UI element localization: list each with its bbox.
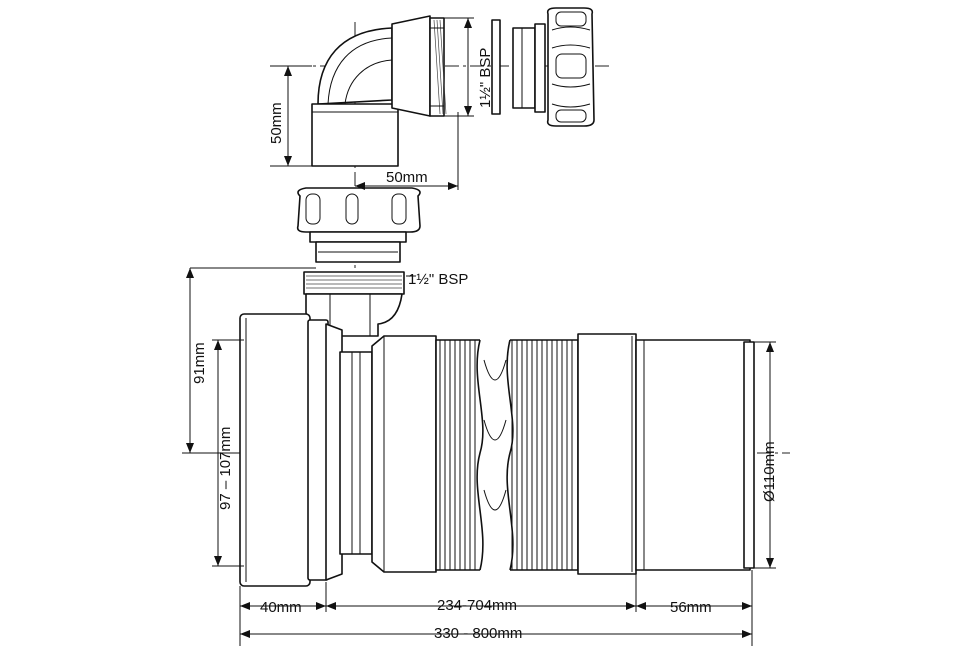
- dim-56: [636, 602, 752, 610]
- flexible-section: [435, 334, 579, 576]
- dim-bsp-top: [444, 17, 474, 117]
- dim-40: [240, 602, 326, 610]
- label-bsp-mid: 1½" BSP: [408, 271, 468, 288]
- label-56: 56mm: [670, 599, 712, 616]
- elbow-fitting: [311, 15, 447, 167]
- dim-97-107: [212, 339, 244, 567]
- label-flex-length: 234-704mm: [437, 597, 517, 614]
- label-97-107: 97 – 107mm: [217, 427, 234, 510]
- main-body: [239, 313, 437, 587]
- dim-elbow-height: [270, 65, 312, 167]
- dim-bsp-mid: [190, 267, 416, 277]
- label-91: 91mm: [191, 342, 208, 384]
- label-diameter: Ø110mm: [761, 441, 778, 502]
- dim-elbow-width: [355, 112, 459, 190]
- label-total-length: 330 - 800mm: [434, 625, 522, 642]
- middle-nut: [296, 187, 421, 263]
- label-elbow-width: 50mm: [386, 169, 428, 186]
- dim-diameter: [754, 341, 776, 569]
- label-elbow-height: 50mm: [268, 102, 285, 144]
- label-40: 40mm: [260, 599, 302, 616]
- dim-91: [182, 268, 240, 454]
- label-bsp-top: 1½" BSP: [477, 48, 494, 108]
- dim-flex-length: [326, 602, 636, 610]
- right-spigot: [577, 333, 755, 575]
- top-seal-and-nut: [491, 7, 595, 127]
- dim-extension-lines: [239, 570, 753, 646]
- dim-total-length: [240, 630, 752, 638]
